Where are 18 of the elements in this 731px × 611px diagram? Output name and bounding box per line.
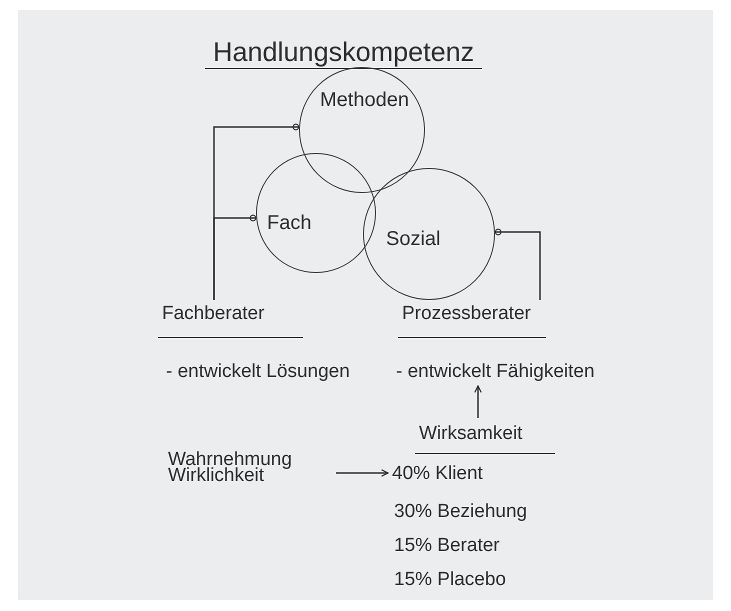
arrow — [336, 469, 389, 477]
note-text: 15% Berater — [394, 534, 500, 558]
bracket-connector — [494, 228, 541, 300]
title: Handlungskompetenz — [205, 36, 482, 69]
heading-text: Fachberater — [158, 300, 303, 338]
heading-text: Wirksamkeit — [415, 420, 555, 454]
heading-text: Prozessberater — [398, 300, 546, 338]
note-text: - entwickelt Lösungen — [166, 360, 350, 384]
bracket-connector — [213, 214, 256, 300]
note-text: - entwickelt Fähigkeiten — [396, 358, 596, 386]
circle-label: Fach — [267, 211, 312, 235]
note-text: Wahrnehmung Wirklichkeit — [168, 452, 328, 488]
circle-label: Sozial — [386, 227, 440, 251]
circle-label: Methoden — [320, 88, 409, 112]
note-text: 40% Klient — [392, 460, 502, 488]
arrow — [474, 385, 482, 418]
note-text: 30% Beziehung — [394, 500, 528, 524]
note-text: 15% Placebo — [394, 568, 506, 592]
